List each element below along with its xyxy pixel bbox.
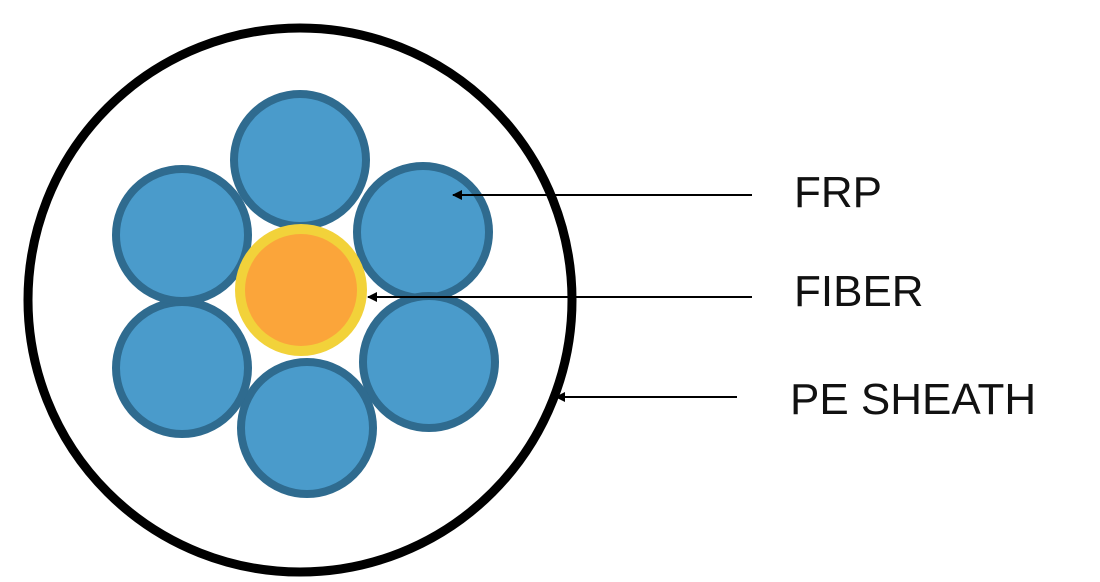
frp-rod <box>353 162 493 302</box>
frp-rod <box>112 298 252 438</box>
fiber-circle <box>245 234 357 346</box>
frp-rods <box>112 90 499 498</box>
frp-rod <box>359 292 499 432</box>
fiber-core <box>235 224 367 356</box>
frp-rod <box>237 358 377 498</box>
fiber-label: FIBER <box>794 267 924 316</box>
pe-sheath-label: PE SHEATH <box>790 375 1037 424</box>
frp-label: FRP <box>794 168 882 217</box>
frp-rod <box>230 90 370 230</box>
frp-rod <box>112 165 252 305</box>
